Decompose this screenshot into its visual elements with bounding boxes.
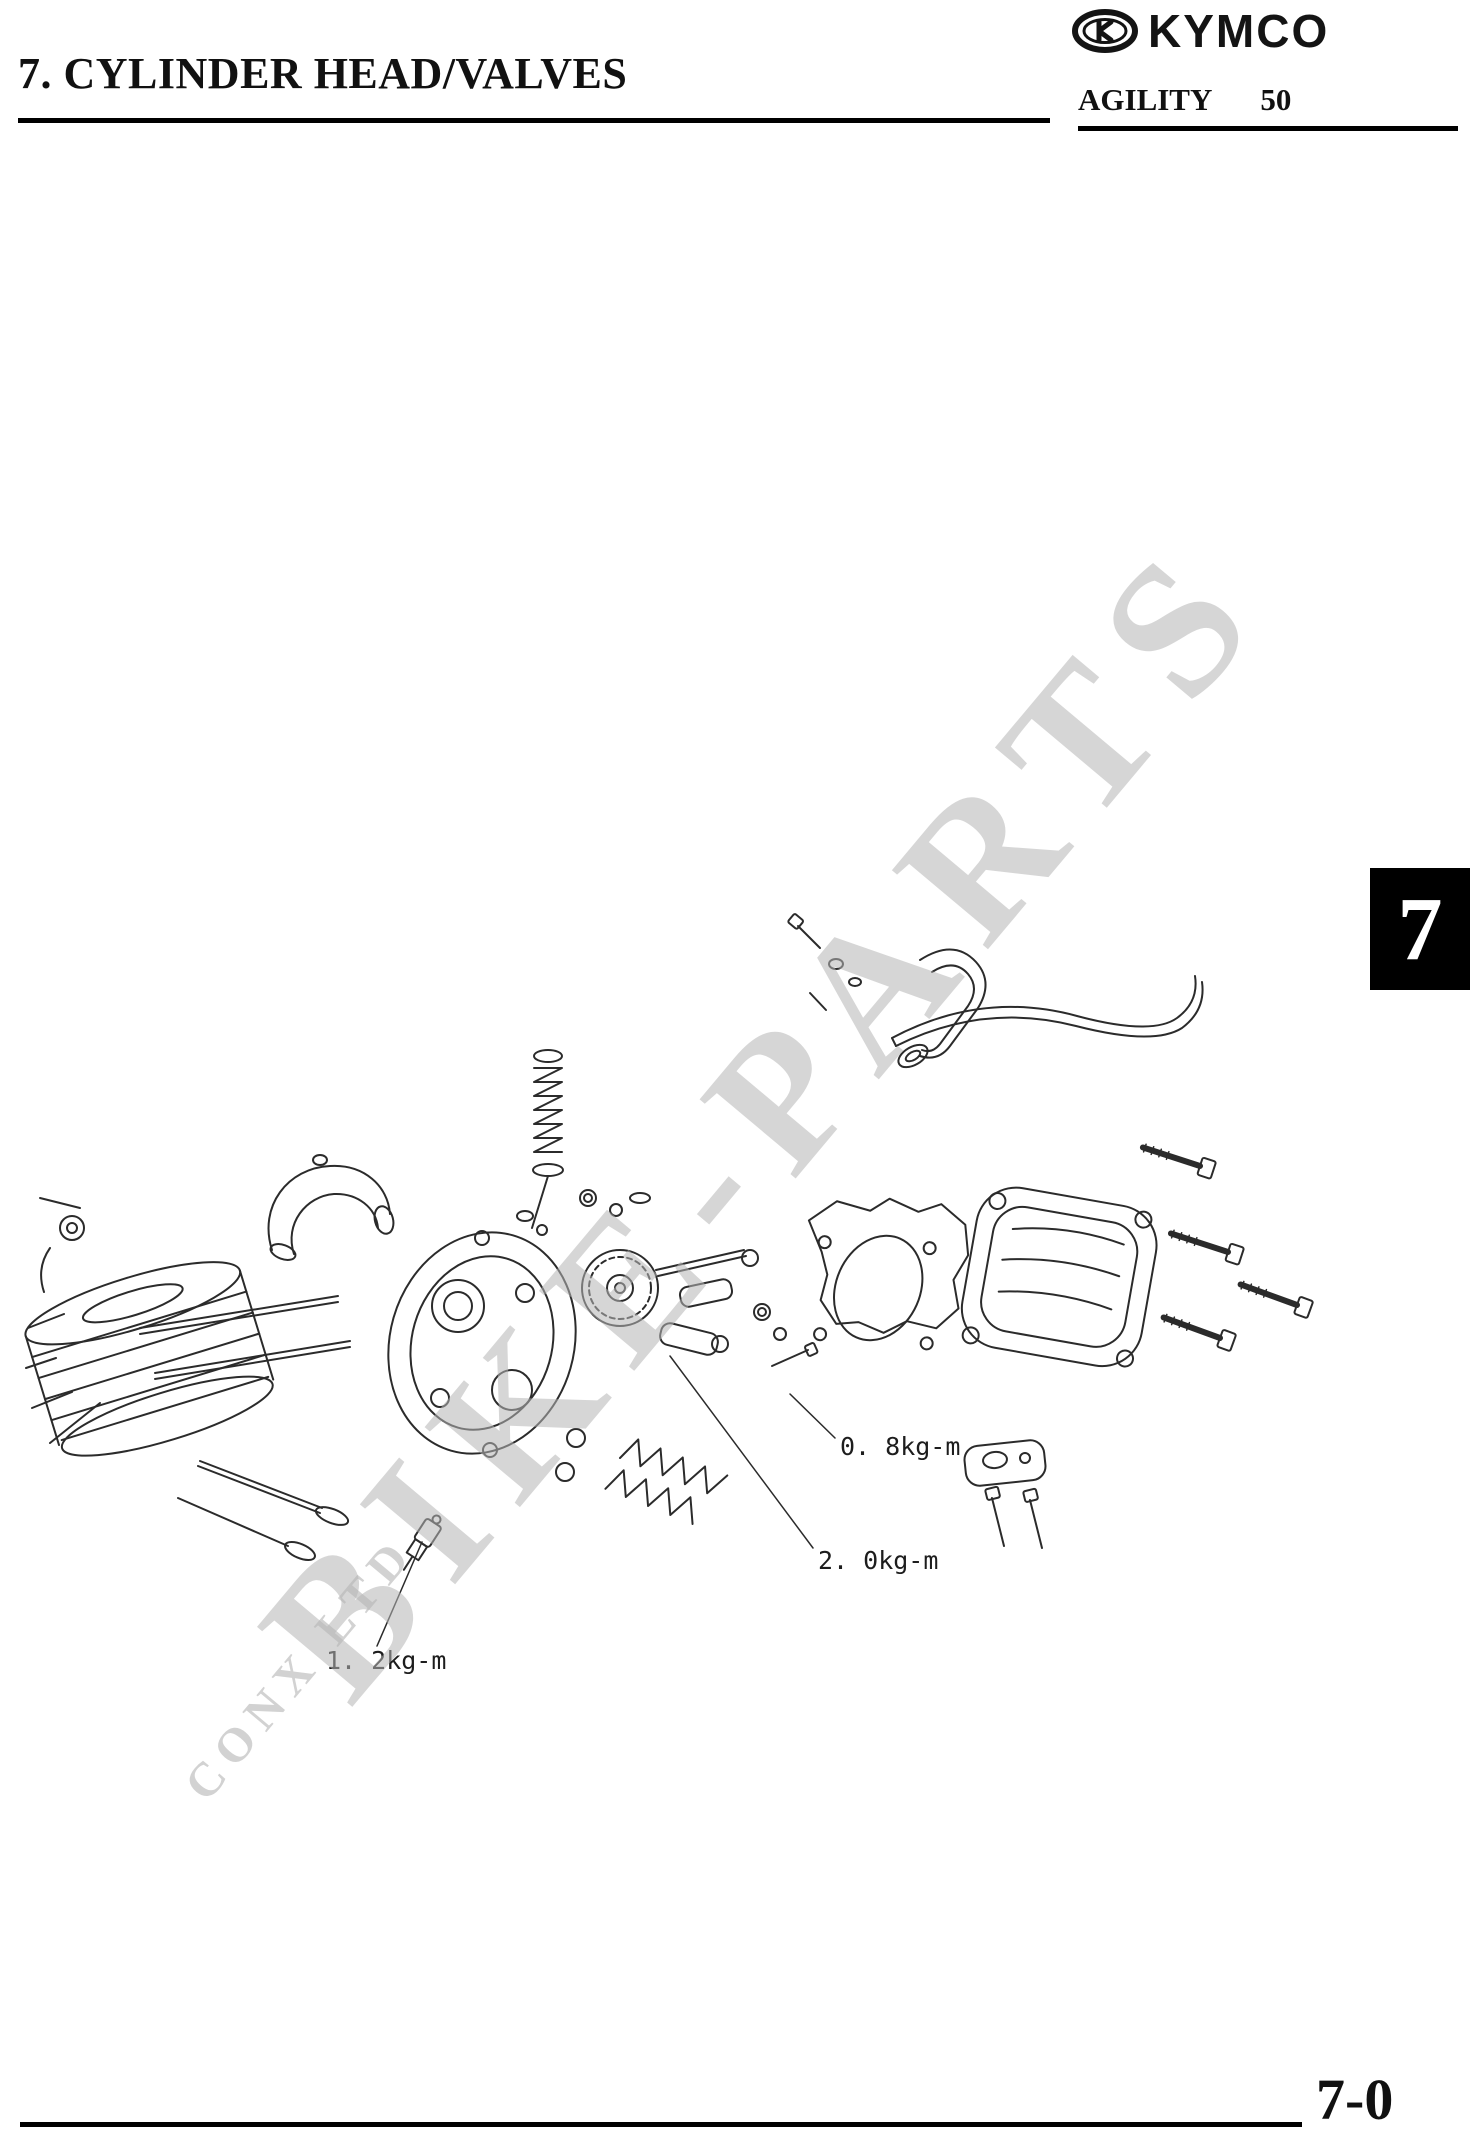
kymco-logo-icon [1072,9,1138,53]
left-engine-block [25,1197,101,1444]
cylinder-studs [139,1295,351,1380]
valve-springs-lower [604,1438,729,1525]
torque-label: 1. 2kg-m [326,1646,447,1675]
page-number: 7-0 [1316,2067,1394,2132]
valve-spring-top [531,1049,564,1229]
brand-block: KYMCO [1072,4,1329,58]
header-rule [18,118,1050,123]
intake-manifold [267,1154,395,1261]
chapter-tab: 7 [1370,868,1470,990]
model-displacement: 50 [1260,82,1292,117]
model-name: AGILITY [1078,82,1213,117]
exploded-diagram: 0. 8kg-m 2. 0kg-m 1. 2kg-m [20,898,1360,1723]
intake-exhaust-valves [177,1460,350,1561]
cylinder-head-cover [960,1186,1158,1368]
torque-label: 2. 0kg-m [818,1546,939,1575]
exploded-diagram-art [24,913,1314,1647]
top-fasteners [787,913,862,1011]
hanger-bracket [897,948,987,1069]
small-fasteners [516,1189,819,1367]
leader-lines [376,1355,836,1647]
spring-retainers [555,1428,586,1482]
camshaft-rocker-assembly [581,1249,759,1356]
cylinder-head-casting [387,1230,577,1458]
model-line: AGILITY 50 [1078,82,1458,131]
section-title: 7. CYLINDER HEAD/VALVES [18,49,628,98]
cover-bolts [1139,1143,1314,1352]
torque-label: 0. 8kg-m [840,1432,961,1461]
footer-rule [20,2122,1302,2127]
brand-name: KYMCO [1148,5,1330,57]
head-gasket [807,1197,970,1351]
breather-plate [963,1439,1047,1549]
breather-hose [891,975,1204,1047]
